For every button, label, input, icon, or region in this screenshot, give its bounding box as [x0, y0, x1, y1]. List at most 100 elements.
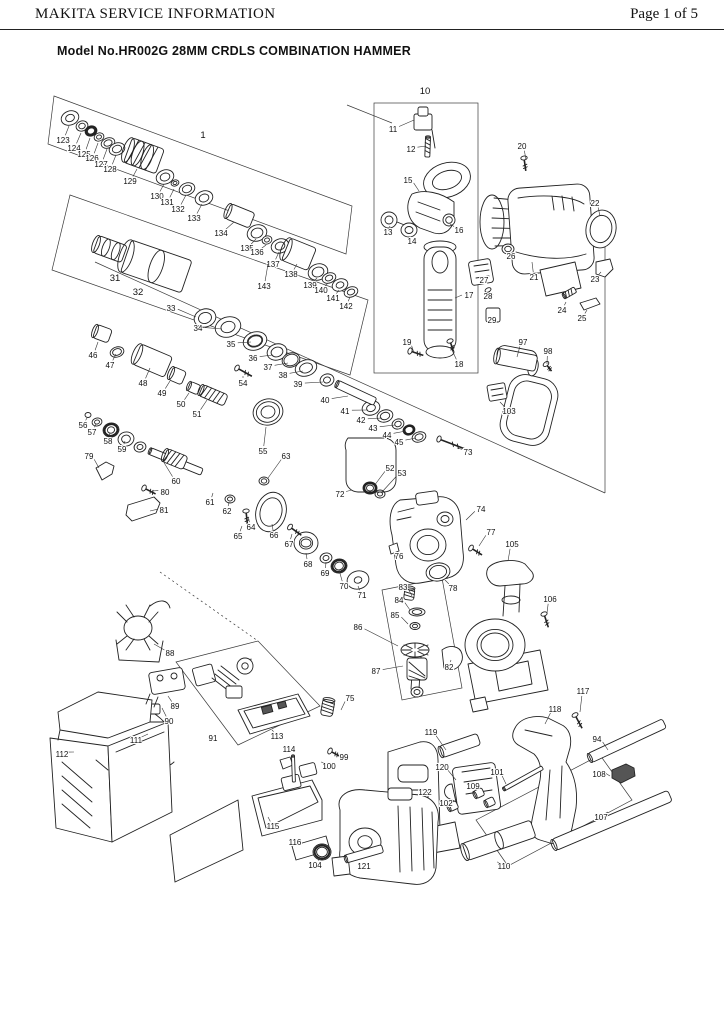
part-label-80: 80: [161, 488, 170, 497]
part-label-31: 31: [110, 273, 121, 284]
part-label-94: 94: [593, 735, 602, 744]
part-label-66: 66: [270, 531, 279, 540]
part-label-98: 98: [544, 347, 553, 356]
part-label-36: 36: [249, 354, 258, 363]
part-label-109: 109: [466, 782, 480, 791]
part-label-37: 37: [264, 363, 273, 372]
part-label-44: 44: [383, 431, 392, 440]
part-label-68: 68: [304, 560, 313, 569]
part-label-59: 59: [118, 445, 127, 454]
part-label-84: 84: [395, 596, 404, 605]
part-label-57: 57: [88, 428, 97, 437]
part-label-26: 26: [507, 252, 516, 261]
part-label-77: 77: [487, 528, 496, 537]
part-label-107: 107: [594, 813, 608, 822]
part-label-121: 121: [357, 862, 371, 871]
part-label-72: 72: [336, 490, 345, 499]
part-label-53: 53: [398, 469, 407, 478]
part-label-17: 17: [465, 291, 474, 300]
part-label-67: 67: [285, 540, 294, 549]
part-label-73: 73: [464, 448, 473, 457]
part-label-27: 27: [480, 276, 489, 285]
part-label-19: 19: [403, 338, 412, 347]
part-label-28: 28: [484, 292, 493, 301]
part-label-24: 24: [558, 306, 567, 315]
part-label-70: 70: [340, 582, 349, 591]
part-label-60: 60: [172, 477, 181, 486]
part-label-88: 88: [166, 649, 175, 658]
part-label-81: 81: [160, 506, 169, 515]
part-label-11: 11: [389, 125, 398, 134]
part-label-102: 102: [439, 799, 453, 808]
part-label-33: 33: [167, 304, 176, 313]
part-label-79: 79: [85, 452, 94, 461]
part-label-87: 87: [372, 667, 381, 676]
part-label-106: 106: [543, 595, 557, 604]
part-label-47: 47: [106, 361, 115, 370]
part-label-49: 49: [158, 389, 167, 398]
part-label-114: 114: [283, 745, 296, 754]
part-label-82: 82: [445, 663, 454, 672]
part-label-65: 65: [234, 532, 243, 541]
part-label-115: 115: [267, 822, 280, 831]
part-label-50: 50: [177, 400, 186, 409]
part-label-128: 128: [103, 165, 117, 174]
part-label-76: 76: [395, 552, 404, 561]
part-label-32: 32: [133, 287, 144, 298]
part-label-85: 85: [391, 611, 400, 620]
part-label-22: 22: [591, 199, 600, 208]
part-label-108: 108: [592, 770, 606, 779]
part-label-58: 58: [104, 437, 113, 446]
part-label-104: 104: [308, 861, 322, 870]
part-label-74: 74: [477, 505, 486, 514]
part-label-10: 10: [420, 86, 431, 97]
part-label-16: 16: [455, 226, 464, 235]
part-label-78: 78: [449, 584, 458, 593]
part-label-120: 120: [435, 763, 449, 772]
part-label-141: 141: [326, 294, 340, 303]
part-label-54: 54: [239, 379, 248, 388]
part-label-132: 132: [171, 205, 185, 214]
part-label-25: 25: [578, 314, 587, 323]
part-label-15: 15: [404, 176, 413, 185]
part-label-14: 14: [408, 237, 417, 246]
part-label-71: 71: [358, 591, 367, 600]
part-label-119: 119: [425, 728, 438, 737]
part-label-38: 38: [279, 371, 288, 380]
part-label-40: 40: [321, 396, 330, 405]
part-label-64: 64: [247, 523, 256, 532]
part-label-61: 61: [206, 498, 215, 507]
part-label-18: 18: [455, 360, 464, 369]
part-label-23: 23: [591, 275, 600, 284]
part-label-137: 137: [266, 260, 280, 269]
part-label-1: 1: [200, 130, 205, 141]
part-label-122: 122: [418, 788, 432, 797]
part-label-43: 43: [369, 424, 378, 433]
part-label-117: 117: [577, 687, 590, 696]
part-label-138: 138: [284, 270, 298, 279]
part-label-62: 62: [223, 507, 232, 516]
part-label-133: 133: [187, 214, 201, 223]
part-label-113: 113: [271, 732, 284, 741]
part-label-110: 110: [498, 862, 511, 871]
part-label-89: 89: [171, 702, 180, 711]
part-label-34: 34: [194, 324, 203, 333]
part-label-99: 99: [340, 753, 349, 762]
part-label-100: 100: [322, 762, 336, 771]
part-label-41: 41: [341, 407, 350, 416]
part-label-39: 39: [294, 380, 303, 389]
part-label-20: 20: [518, 142, 527, 151]
part-label-91: 91: [209, 734, 218, 743]
part-label-83: 83: [399, 583, 408, 592]
part-label-29: 29: [488, 316, 497, 325]
part-label-101: 101: [490, 768, 504, 777]
part-label-118: 118: [549, 705, 562, 714]
part-label-86: 86: [354, 623, 363, 632]
part-label-97: 97: [519, 338, 528, 347]
part-label-112: 112: [56, 750, 69, 759]
part-label-35: 35: [227, 340, 236, 349]
part-label-103: 103: [502, 407, 516, 416]
part-label-116: 116: [289, 838, 302, 847]
